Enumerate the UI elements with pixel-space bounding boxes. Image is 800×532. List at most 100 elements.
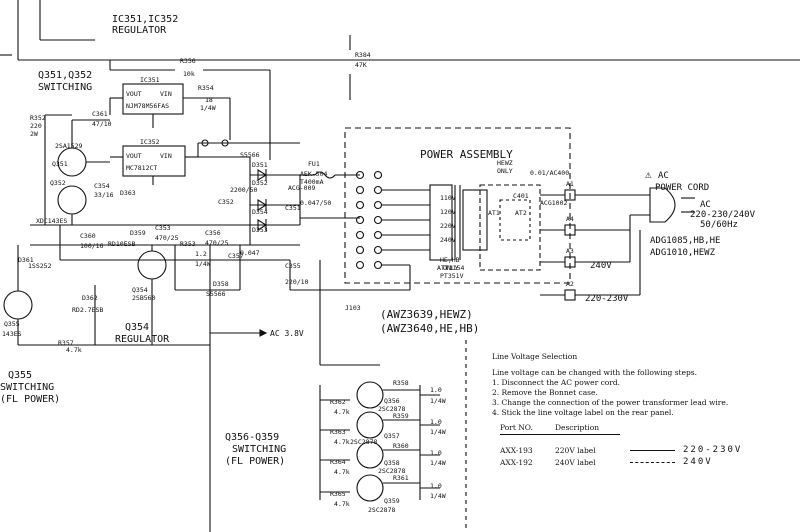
- c351-name: C351: [285, 204, 301, 212]
- c357-value: 0.047: [240, 249, 260, 257]
- legend-line-dashed: [630, 461, 675, 463]
- c357-name: C357: [228, 252, 244, 260]
- line-voltage-table: Port NO. Description AXX-193 220V label …: [500, 423, 790, 467]
- ac-plug-label: AC: [700, 200, 711, 210]
- line-voltage-step-4: 4. Stick the line voltage label on the r…: [492, 408, 674, 417]
- fu1-rating: T400mA: [300, 178, 324, 186]
- r365-name: R365: [330, 490, 346, 498]
- table-cell-description: 240V label: [555, 457, 596, 467]
- r358-rating: 1/4W: [430, 397, 446, 405]
- q351-part: 2SA1529: [55, 142, 82, 150]
- d352-name: D352: [252, 179, 268, 187]
- pin-label-a3: A3: [566, 247, 574, 255]
- line-voltage-note: Line Voltage Selection Line voltage can …: [492, 352, 792, 418]
- legend-line-solid: [630, 449, 675, 451]
- fu1-part: AEK-504: [300, 170, 327, 178]
- ac-model-line1: ADG1085,HB,HE: [650, 236, 720, 246]
- ic351-part: NJM78M56FAS: [126, 102, 169, 110]
- he-hb-only-line1: HE,HB: [440, 256, 460, 264]
- c355-value: 220/10: [285, 278, 309, 286]
- table-cell-description: 220V label: [555, 445, 596, 455]
- c360-value: 100/16: [80, 242, 104, 250]
- r356-value: 10k: [183, 70, 195, 78]
- r352-rating: 2W: [30, 130, 38, 138]
- fu1-name: FU1: [308, 160, 320, 168]
- table-row: AXX-193 220V label 220-230V: [500, 445, 790, 455]
- switching-transistor-labels: R362 4.7k 2SC2878 Q356 R358 1.0 1/4W R36…: [330, 379, 446, 514]
- transformer-part: ATT1154: [437, 264, 464, 272]
- line-voltage-step-1: 1. Disconnect the AC power cord.: [492, 378, 621, 387]
- r352-value: 220: [30, 122, 42, 130]
- transformer-part2: PT351V: [440, 272, 464, 280]
- q351-switching-title: Q351,Q352: [38, 70, 92, 81]
- r353-name: R353: [180, 240, 196, 248]
- d361-part: 1SS252: [28, 262, 52, 270]
- q351-switching-subtitle: SWITCHING: [38, 82, 92, 93]
- ic-regulator-subtitle: REGULATOR: [112, 25, 167, 36]
- q355-line2: SWITCHING: [0, 382, 54, 393]
- q355-title: Q355: [8, 370, 32, 381]
- r354-name: R354: [198, 84, 214, 92]
- c361-name: C361: [92, 110, 108, 118]
- ic352-pin-out: VOUT: [126, 152, 142, 160]
- q351-name: Q351: [52, 160, 68, 168]
- table-header-port: Port NO.: [500, 423, 533, 432]
- q357-part: 2SC2878: [350, 438, 377, 446]
- tap-label-3: 220V: [440, 222, 456, 230]
- ac-spec-line1: 220-230/240V: [690, 210, 756, 220]
- r384-name: R384: [355, 51, 371, 59]
- r358-value: 1.0: [430, 386, 442, 394]
- c361-value: 47/10: [92, 120, 112, 128]
- connector-j103: [355, 170, 383, 270]
- line-voltage-intro: Line voltage can be changed with the fol…: [492, 368, 698, 377]
- r353-rating: 1/4W: [195, 260, 211, 268]
- he-hb-only-line2: ONLY: [443, 264, 459, 272]
- q358-part: 2SC2878: [378, 467, 405, 475]
- q354-regulator-subtitle: REGULATOR: [115, 334, 170, 345]
- r364-name: R364: [330, 458, 346, 466]
- ac-3v8-label: AC 3.8V: [270, 329, 304, 338]
- variant-labels: (AWZ3639,HEWZ) (AWZ3640,HE,HB): [380, 308, 479, 335]
- table-cell-legend: 220-230V: [683, 445, 743, 455]
- r358-name: R358: [393, 379, 409, 387]
- r363-value: 4.7k: [334, 438, 350, 446]
- c353-value: 470/25: [155, 234, 179, 242]
- q354-name: Q354: [132, 286, 148, 294]
- q357-name: Q357: [384, 432, 400, 440]
- component-labels: IC351 VOUT VIN NJM78M56FAS IC352 VOUT VI…: [2, 51, 574, 354]
- r359-name: R359: [393, 412, 409, 420]
- ac-power-title-line1: AC: [658, 171, 669, 181]
- c360-name: C360: [80, 232, 96, 240]
- table-row: AXX-192 240V label 240V: [500, 457, 790, 467]
- acg009-name: ACG-009: [288, 184, 315, 192]
- r353-value: 1.2: [195, 250, 207, 258]
- r362-value: 4.7k: [334, 408, 350, 416]
- hewz-only-line1: HEWZ: [497, 159, 513, 167]
- c351-value: 0.047/50: [300, 199, 331, 207]
- c352-value: 2200/50: [230, 186, 257, 194]
- r352-name: R352: [30, 114, 46, 122]
- table-header-description: Description: [555, 423, 600, 432]
- r361-name: R361: [393, 474, 409, 482]
- power-assembly-title: POWER ASSEMBLY: [420, 148, 513, 161]
- c401-name: C401: [513, 192, 529, 200]
- c354-name: C354: [94, 182, 110, 190]
- tap-label-4: 240V: [440, 236, 456, 244]
- r360-rating: 1/4W: [430, 459, 446, 467]
- q359-part: 2SC2878: [368, 506, 395, 514]
- pin-label-a2: A2: [566, 280, 574, 288]
- q352-part: XDC143ES: [36, 217, 67, 225]
- d361-name: D361: [18, 256, 34, 264]
- d362-name: D362: [82, 294, 98, 302]
- ic352-part: MC7812CT: [126, 164, 157, 172]
- d353-name: D353: [252, 226, 268, 234]
- c355-name: C355: [285, 262, 301, 270]
- q359-name: Q359: [384, 497, 400, 505]
- ic-regulator-title: IC351,IC352: [112, 14, 178, 25]
- ac-spec-line2: 50/60Hz: [700, 220, 738, 230]
- diode-part-label: S5566: [240, 151, 260, 159]
- c356-value: 470/25: [205, 239, 229, 247]
- hewz-only-cap: 0.01/AC400: [530, 169, 569, 177]
- pin-label-a4: A4: [566, 215, 574, 223]
